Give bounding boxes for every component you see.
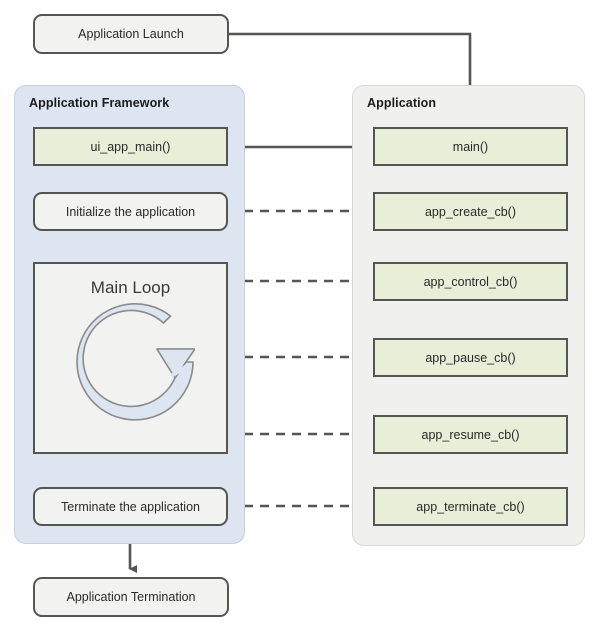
- container-application-title: Application: [367, 96, 437, 110]
- node-app-control-cb[interactable]: app_control_cb(): [373, 262, 568, 301]
- node-main[interactable]: main(): [373, 127, 568, 166]
- node-application-launch[interactable]: Application Launch: [33, 14, 229, 54]
- node-app-resume-cb[interactable]: app_resume_cb(): [373, 415, 568, 454]
- node-app-terminate-cb[interactable]: app_terminate_cb(): [373, 487, 568, 526]
- circular-refresh-arrow-icon: [76, 303, 195, 421]
- node-terminate-the-application[interactable]: Terminate the application: [33, 487, 228, 526]
- node-ui-app-main[interactable]: ui_app_main(): [33, 127, 228, 166]
- node-initialize-the-application[interactable]: Initialize the application: [33, 192, 228, 231]
- node-app-pause-cb[interactable]: app_pause_cb(): [373, 338, 568, 377]
- node-main-loop-label: Main Loop: [90, 278, 171, 297]
- node-application-termination[interactable]: Application Termination: [33, 577, 229, 617]
- node-app-create-cb[interactable]: app_create_cb(): [373, 192, 568, 231]
- node-main-loop[interactable]: Main Loop: [33, 262, 228, 454]
- container-application-framework-title: Application Framework: [29, 96, 170, 110]
